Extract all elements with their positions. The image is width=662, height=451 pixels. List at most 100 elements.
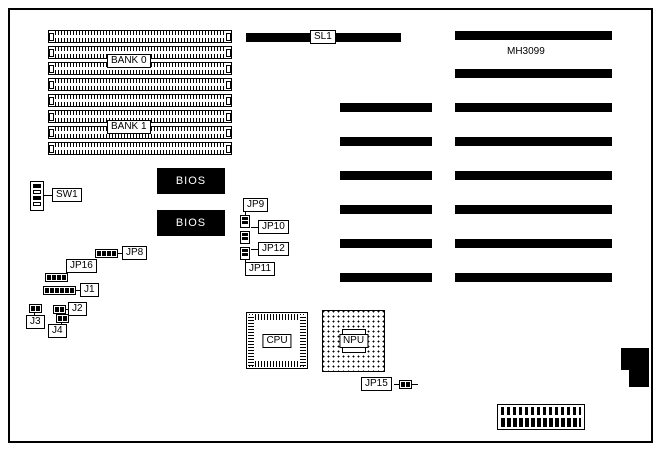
socket-end-tab <box>49 145 54 153</box>
j4-label: J4 <box>48 324 67 338</box>
simm-socket-row <box>48 30 232 43</box>
pin <box>55 288 59 293</box>
board-outline <box>8 8 653 443</box>
pin <box>406 382 410 387</box>
pin-ticks <box>55 38 225 42</box>
cpu-pins <box>248 315 254 366</box>
leader-line-j1 <box>76 290 80 291</box>
npu-label: NPU <box>338 334 369 348</box>
jp12-label: JP12 <box>258 242 289 256</box>
sw1-label: SW1 <box>52 188 82 202</box>
jumper-jp9 <box>240 215 250 228</box>
dip-switch-toggle <box>33 190 41 194</box>
leader-line-jp10 <box>251 227 258 228</box>
pin <box>60 288 64 293</box>
bios-chip-1: BIOS <box>157 168 225 194</box>
pin-ticks <box>55 70 225 74</box>
jp16-label: JP16 <box>66 259 97 273</box>
dip-switch-sw1 <box>30 181 44 211</box>
cpu-pins <box>249 314 305 320</box>
cpu-pins <box>249 361 305 367</box>
connector-pin-row <box>501 418 581 427</box>
pin <box>36 306 40 311</box>
leader-line-jp11 <box>245 260 246 263</box>
simm-socket-row <box>48 94 232 107</box>
pin-ticks <box>55 111 225 115</box>
keyboard-connector <box>621 348 649 370</box>
bios-chip-2-label: BIOS <box>175 217 207 229</box>
socket-end-tab <box>49 129 54 137</box>
bank0-label: BANK 0 <box>107 54 151 68</box>
socket-end-tab <box>226 129 231 137</box>
expansion-slot-short <box>340 137 432 146</box>
jumper-pin <box>242 237 248 240</box>
pin-ticks <box>55 134 225 138</box>
pin-ticks <box>55 47 225 51</box>
pin-header-jp8 <box>95 249 118 258</box>
pin-ticks <box>55 143 225 147</box>
socket-end-tab <box>226 65 231 73</box>
jumper-pin <box>242 249 248 252</box>
pin <box>57 275 61 280</box>
jumper-pin <box>242 253 248 256</box>
pin-header-j4 <box>56 314 69 323</box>
pin <box>102 251 106 256</box>
pin <box>63 316 67 321</box>
leader-line-jp12 <box>251 249 258 250</box>
socket-end-tab <box>226 33 231 41</box>
socket-end-tab <box>49 81 54 89</box>
pin-ticks <box>55 102 225 106</box>
expansion-slot-long <box>455 273 612 282</box>
jp9-label: JP9 <box>243 198 269 212</box>
pin <box>65 288 69 293</box>
socket-end-tab <box>226 49 231 57</box>
pin <box>107 251 111 256</box>
expansion-slot-column-long <box>455 69 612 307</box>
cpu-pins <box>300 315 306 366</box>
dip-switch-toggle <box>33 196 41 200</box>
socket-end-tab <box>49 97 54 105</box>
expansion-slot-long <box>455 31 612 40</box>
socket-end-tab <box>49 33 54 41</box>
socket-end-tab <box>226 97 231 105</box>
expansion-slot-long <box>455 69 612 78</box>
simm-socket-group <box>48 30 232 158</box>
pin-ticks <box>55 95 225 99</box>
pin <box>31 306 35 311</box>
pin <box>47 275 51 280</box>
leader-line-jp8 <box>117 253 122 254</box>
bios-chip-2: BIOS <box>157 210 225 236</box>
pin <box>52 275 56 280</box>
leader-line-j3 <box>34 312 35 315</box>
leader-line-j4 <box>61 322 62 324</box>
bottom-pin-connector <box>497 404 585 430</box>
socket-end-tab <box>49 49 54 57</box>
socket-end-tab <box>49 113 54 121</box>
bank1-label: BANK 1 <box>107 120 151 134</box>
pin <box>112 251 116 256</box>
socket-end-tab <box>49 65 54 73</box>
expansion-slot-short <box>340 273 432 282</box>
jp15-label: JP15 <box>361 377 392 391</box>
simm-socket-row <box>48 78 232 91</box>
jumper-pin <box>242 233 248 236</box>
dip-switch-toggle <box>33 202 41 206</box>
leader-line-j2 <box>65 309 68 310</box>
socket-end-tab <box>226 145 231 153</box>
leader-line-sw1 <box>44 195 52 196</box>
expansion-slot-long <box>455 171 612 180</box>
pin-header-j1 <box>43 286 76 295</box>
pin-ticks <box>55 86 225 90</box>
expansion-slot-long <box>455 205 612 214</box>
dip-switch-toggle <box>33 184 41 188</box>
pin <box>97 251 101 256</box>
pin <box>45 288 49 293</box>
pin-ticks <box>55 79 225 83</box>
jp10-label: JP10 <box>258 220 289 234</box>
expansion-slot-short <box>340 103 432 112</box>
socket-end-tab <box>226 113 231 121</box>
pin-header-jp15 <box>399 380 412 389</box>
pin <box>62 275 66 280</box>
expansion-slot-long <box>455 137 612 146</box>
